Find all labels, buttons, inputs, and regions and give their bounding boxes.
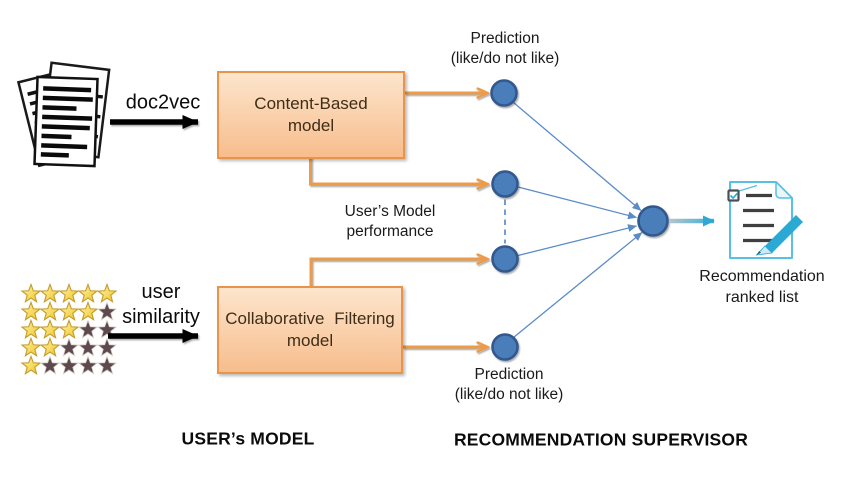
star-empty-icon	[96, 301, 118, 321]
star-filled-icon	[39, 282, 61, 303]
documents-stack-icon	[16, 61, 111, 168]
star-filled-icon	[77, 282, 99, 303]
prediction-bottom-line1: Prediction	[474, 366, 544, 383]
prediction-top-line1: Prediction	[470, 30, 540, 47]
supervisor-node	[637, 205, 669, 237]
checkbox-callout-line	[738, 184, 758, 192]
ranked-list-icon	[727, 181, 803, 259]
prediction-node-4	[491, 333, 519, 361]
star-empty-icon	[39, 355, 61, 375]
collaborative-label-line2: model	[286, 331, 334, 350]
star-filled-icon	[39, 300, 61, 321]
user-similarity-label: user similarity	[122, 280, 200, 330]
star-filled-icon	[20, 354, 42, 375]
prediction-top-label: Prediction (like/do not like)	[451, 29, 560, 69]
collaborative-performance-arrow	[309, 259, 487, 287]
prediction-bottom-label: Prediction (like/do not like)	[455, 365, 564, 405]
star-filled-icon	[39, 336, 61, 357]
users-model-section-label: USER’s MODEL	[181, 428, 315, 449]
user-similarity-label-line2: similarity	[122, 306, 200, 328]
content-based-label-line2: model	[287, 116, 335, 135]
ranked-list-lines	[743, 193, 774, 243]
recommendation-supervisor-section-label: RECOMMENDATION SUPERVISOR	[453, 429, 749, 450]
performance-line2: performance	[346, 223, 434, 240]
star-filled-icon	[58, 318, 80, 339]
star-filled-icon	[20, 318, 42, 339]
content-based-label-line1: Content-Based	[254, 94, 368, 113]
user-similarity-label-line1: user	[141, 281, 181, 303]
prediction-bottom-line2: (like/do not like)	[454, 386, 564, 403]
star-empty-icon	[77, 319, 99, 339]
checkbox-icon	[727, 189, 740, 202]
connector-node3-supervisor	[517, 224, 637, 257]
star-empty-icon	[96, 319, 118, 339]
collaborative-filtering-model-box: Collaborative Filtering model	[217, 286, 403, 374]
connector-node2-supervisor	[517, 186, 637, 220]
prediction-node-3	[491, 245, 519, 273]
recommendation-ranked-list-label: Recommendation ranked list	[699, 266, 824, 308]
star-filled-icon	[20, 336, 42, 357]
star-filled-icon	[96, 282, 118, 303]
star-filled-icon	[58, 300, 80, 321]
star-filled-icon	[20, 300, 42, 321]
content-based-model-box: Content-Based model	[217, 71, 405, 159]
connector-node4-supervisor	[513, 231, 643, 339]
star-filled-icon	[39, 318, 61, 339]
content-performance-arrow	[309, 157, 488, 184]
connector-node1-supervisor	[513, 102, 642, 211]
doc2vec-label: doc2vec	[125, 91, 201, 114]
star-empty-icon	[96, 337, 118, 357]
output-line2: ranked list	[725, 289, 799, 306]
pencil-icon	[755, 215, 803, 256]
performance-line1: User’s Model	[344, 203, 436, 220]
star-empty-icon	[58, 337, 80, 357]
prediction-top-line2: (like/do not like)	[450, 50, 560, 67]
collaborative-label-line1: Collaborative Filtering	[225, 309, 395, 328]
star-empty-icon	[77, 355, 99, 375]
prediction-node-2	[491, 170, 519, 198]
star-filled-icon	[58, 282, 80, 303]
star-filled-icon	[77, 300, 99, 321]
star-empty-icon	[77, 337, 99, 357]
star-empty-icon	[58, 355, 80, 375]
ratings-stars	[20, 282, 118, 375]
users-model-performance-label: User’s Model performance	[345, 202, 436, 242]
star-empty-icon	[96, 355, 118, 375]
output-line1: Recommendation	[699, 268, 825, 285]
prediction-node-1	[490, 79, 518, 107]
star-filled-icon	[20, 282, 42, 303]
